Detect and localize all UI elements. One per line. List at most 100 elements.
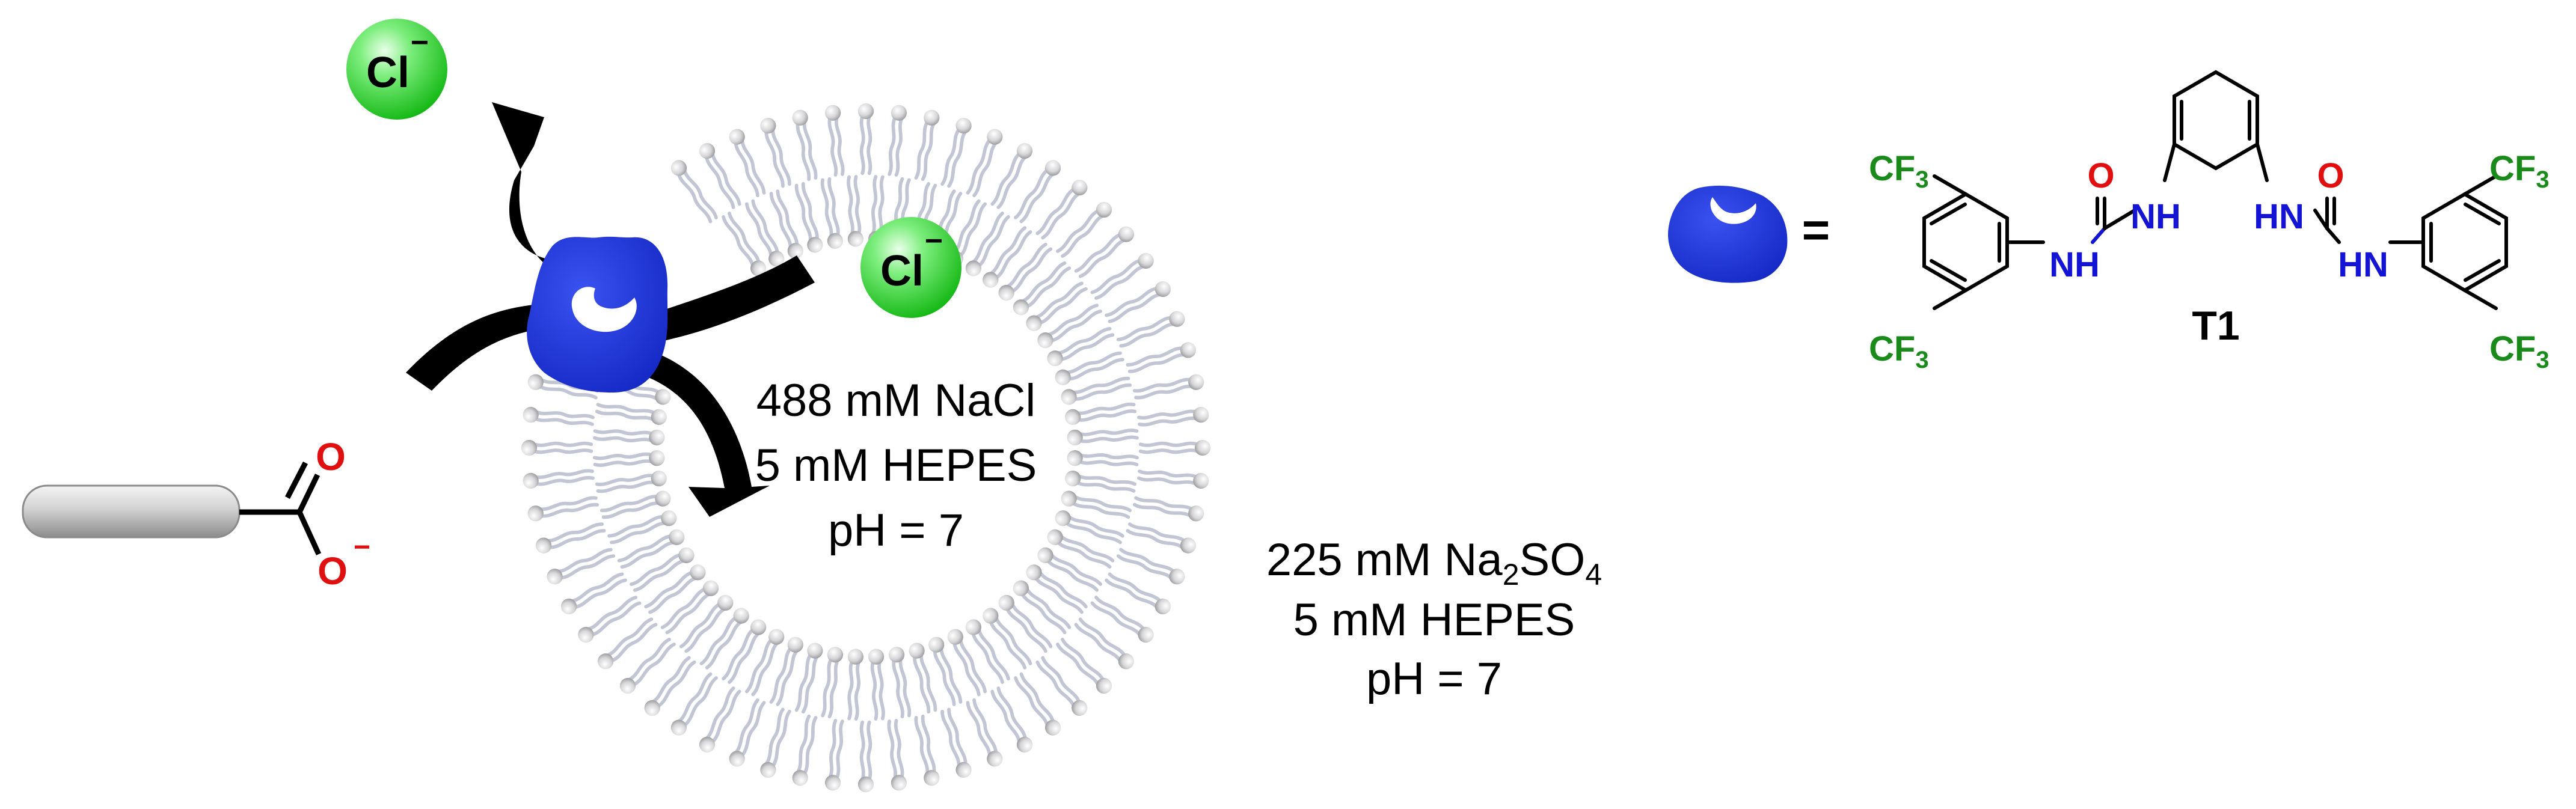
cf3-bottom-left: CF3 — [1869, 329, 1929, 373]
lipid-inner — [995, 242, 1054, 304]
carboxylate-double-bond — [285, 461, 308, 499]
chloride-charge: − — [925, 224, 943, 258]
lipid-outer — [791, 715, 820, 787]
carboxylate-oxygen-bottom: O — [317, 549, 348, 593]
lipid-inner — [1010, 577, 1072, 636]
lipid-outer — [1073, 616, 1138, 673]
chloride-symbol: Cl — [880, 247, 924, 295]
lipid-outer — [858, 103, 874, 173]
lipid-outer — [824, 720, 847, 791]
inside-line-2: 5 mM HEPES — [755, 440, 1037, 491]
inside-solution-label: 488 mM NaCl 5 mM HEPES pH = 7 — [755, 375, 1037, 556]
lipid-outer — [522, 406, 593, 429]
nh-central-left: NH — [2130, 197, 2181, 236]
lipid-outer — [912, 715, 940, 787]
lipid-inner — [1023, 561, 1088, 615]
outside-line-1: 225 mM Na2SO4 — [1266, 534, 1602, 591]
hn-right-aryl: HN — [2338, 245, 2388, 284]
urea-oxygen-left: O — [2087, 156, 2114, 195]
lipid-outer — [1126, 520, 1198, 555]
arrow-bind-right — [619, 255, 815, 346]
lipid-outer — [544, 546, 615, 587]
lipid-inner — [595, 450, 666, 469]
t1-structure — [1922, 70, 2508, 310]
urea-oxygen-right: O — [2317, 156, 2344, 195]
receptor-blob-icon — [527, 236, 668, 393]
legend-equals: = — [1802, 203, 1830, 257]
fatty-acid-icon: O O − — [22, 435, 370, 593]
lipid-inner — [845, 177, 864, 248]
lipid-outer — [1117, 546, 1188, 587]
lipid-outer — [534, 520, 606, 555]
lipid-outer — [1034, 177, 1091, 241]
lipid-inner — [818, 179, 844, 250]
lipid-outer — [1141, 440, 1210, 456]
inside-line-1: 488 mM NaCl — [756, 375, 1036, 426]
carboxylate-bond — [296, 474, 320, 513]
lipid-inner — [845, 649, 864, 719]
lipid-inner — [818, 646, 844, 717]
lipid-outer — [938, 116, 974, 188]
lipid-outer — [727, 126, 768, 197]
chloride-ion-inside: Cl − — [860, 217, 961, 318]
arrow-enter-down — [625, 346, 770, 517]
inside-line-3: pH = 7 — [828, 505, 964, 556]
lipid-outer — [938, 708, 974, 780]
lipid-outer — [791, 108, 820, 180]
chloride-charge: − — [411, 25, 429, 60]
lipid-outer — [641, 655, 698, 719]
lipid-outer — [824, 104, 847, 175]
lipid-outer — [964, 126, 1005, 197]
lipid-outer — [758, 708, 794, 780]
lipid-inner — [1064, 400, 1135, 426]
hn-central-right: HN — [2254, 197, 2304, 236]
lipid-outer — [1117, 309, 1188, 350]
chloride-symbol: Cl — [366, 49, 409, 97]
lipid-inner — [1064, 469, 1135, 495]
lipid-inner — [1010, 260, 1072, 319]
lipid-outer — [885, 104, 907, 175]
lipid-inner — [596, 469, 668, 495]
carboxylate-bond — [296, 511, 322, 555]
lipid-inner — [1035, 302, 1103, 351]
legend-receptor-icon — [1668, 185, 1788, 283]
outside-line-3: pH = 7 — [1366, 653, 1502, 704]
lipid-inner — [678, 591, 737, 654]
lipid-outer — [1138, 467, 1209, 489]
lipid-outer — [1133, 493, 1205, 523]
lipid-inner — [1067, 427, 1138, 446]
lipid-outer — [526, 493, 598, 522]
lipid-inner — [995, 591, 1054, 654]
lipid-outer — [964, 698, 1005, 769]
lipid-inner — [595, 427, 666, 446]
hydrophobic-tail-rod — [22, 484, 241, 539]
lipid-outer — [1138, 406, 1209, 429]
t1-atom-labels: CF3 CF3 CF3 CF3 O O NH NH HN HN T1 — [1869, 149, 2550, 373]
lipid-outer — [885, 720, 907, 791]
lipid-inner — [980, 225, 1034, 291]
cf3-bottom-right: CF3 — [2489, 329, 2550, 373]
compound-label: T1 — [2192, 303, 2239, 349]
lipid-outer — [758, 116, 794, 188]
lipid-outer — [858, 722, 874, 792]
nh-left-aryl: NH — [2049, 245, 2100, 284]
lipid-inner — [1067, 450, 1138, 469]
outside-solution-label: 225 mM Na2SO4 5 mM HEPES pH = 7 — [1266, 534, 1602, 704]
chloride-ion-outside: Cl − — [346, 19, 447, 120]
lipid-inner — [596, 400, 668, 426]
cf3-top-right: CF3 — [2489, 149, 2550, 193]
lipid-outer — [727, 698, 768, 769]
lipid-inner — [868, 649, 887, 719]
lipid-inner — [963, 617, 1012, 685]
lipid-inner — [720, 211, 769, 279]
lipid-outer — [912, 108, 941, 180]
lipid-outer — [522, 467, 593, 489]
lipid-outer — [1133, 373, 1205, 401]
lipid-inner — [660, 577, 722, 636]
lipid-outer — [1126, 340, 1198, 376]
lipid-outer — [616, 637, 677, 697]
lipid-outer — [1055, 198, 1115, 259]
lipid-outer — [1055, 637, 1115, 697]
lipid-inner — [888, 646, 913, 717]
